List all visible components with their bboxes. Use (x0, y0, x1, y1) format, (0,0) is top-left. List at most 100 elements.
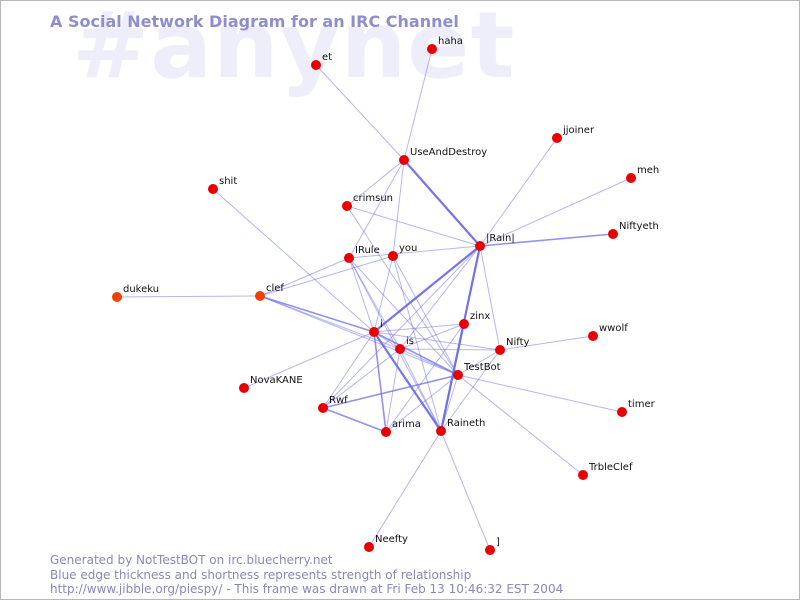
edge-jjoiner-Rain (479, 137, 558, 247)
edge-i-NovaKANE (243, 331, 375, 389)
node-dot-wwolf (588, 331, 598, 341)
node-dot-zinx (459, 319, 469, 329)
node-dot-Neefty (364, 542, 374, 552)
node-label-arima: arima (392, 419, 421, 430)
node-label-meh: meh (637, 165, 659, 176)
edge-Nifty-TestBot (457, 349, 501, 376)
node-dot-NovaKANE (239, 383, 249, 393)
node-dot-meh (626, 173, 636, 183)
node-label-zinx: zinx (470, 311, 490, 322)
node-haha: haha (427, 36, 463, 54)
node-label-Raineth: Raineth (447, 418, 485, 429)
node-label-haha: haha (438, 36, 463, 47)
node-jjoiner: jjoiner (552, 125, 595, 143)
edge-UseAndDestroy-Rain (403, 159, 481, 247)
edge-i-Rwf (322, 331, 375, 409)
node-Neefty: Neefty (364, 534, 408, 552)
node-is: is (395, 336, 414, 354)
edge-is-Nifty (399, 348, 501, 351)
node-dot-jjoiner (552, 133, 562, 143)
node-TrbleClef: TrbleClef (578, 462, 633, 480)
edge-zinx-is (399, 323, 465, 350)
edge-Raineth-Neefty (368, 430, 442, 548)
edge-Nifty-Raineth (440, 349, 501, 432)
node-label-NovaKANE: NovaKANE (250, 375, 303, 386)
edge-you-i (373, 255, 394, 333)
node-label-Niftyeth: Niftyeth (619, 221, 659, 232)
edge-TestBot-arima (385, 374, 459, 433)
edge-Rain-zinx (463, 245, 481, 325)
node-dot-TrbleClef (578, 470, 588, 480)
edge-meh-Rain (479, 177, 632, 247)
node-label-you: you (399, 243, 417, 254)
node-dot-Rwf (318, 403, 328, 413)
node-dot-et (311, 60, 321, 70)
node-dot-Niftyeth (608, 229, 618, 239)
footer-generated-by: Generated by NotTestBOT on irc.bluecherr… (50, 553, 333, 567)
edge-IRule-i (348, 257, 375, 333)
edge-i-is (373, 331, 401, 350)
node-dot-TestBot (453, 370, 463, 380)
edge-i-Nifty (373, 331, 501, 351)
edge-Rain-Nifty (479, 245, 501, 351)
node-you: you (388, 243, 417, 261)
node-label-Neefty: Neefty (375, 534, 408, 545)
node-label-is: is (406, 336, 414, 347)
node-label-crimsun: crimsun (353, 193, 393, 204)
edge-IRule-Raineth (348, 257, 442, 432)
channel-watermark: #anynet (72, 0, 516, 99)
edge-crimsun-Rain (346, 205, 481, 247)
edge-zinx-arima (385, 323, 465, 433)
node-dot-crimsun (342, 201, 352, 211)
edges-layer (116, 48, 632, 551)
edge-shit-i (212, 188, 375, 333)
edge-zinx-Raineth (440, 323, 465, 432)
edge-Rwf-arima (322, 407, 387, 433)
node-Nifty: Nifty (495, 337, 530, 355)
edge-UseAndDestroy-you (392, 159, 405, 257)
node-meh: meh (626, 165, 659, 183)
edge-Rain-Rwf (322, 245, 481, 409)
node-dot-you (388, 251, 398, 261)
node-Rain: |Rain| (475, 233, 515, 251)
node-shit: shit (208, 176, 237, 194)
node-timer: timer (617, 399, 656, 417)
node-dot-dukeku (112, 292, 122, 302)
node-dot-clef (255, 291, 265, 301)
edge-clef-i (259, 295, 375, 333)
node-arima: arima (381, 419, 421, 437)
node-dot-i (369, 327, 379, 337)
edge-zinx-i (373, 323, 465, 333)
edge-Rain-IRule (348, 245, 481, 259)
node-bracket: ] (485, 537, 500, 555)
node-crimsun: crimsun (342, 193, 393, 211)
node-label-TrbleClef: TrbleClef (588, 462, 633, 473)
edge-you-TestBot (392, 255, 459, 376)
edge-UseAndDestroy-IRule (348, 159, 405, 259)
edge-TestBot-Raineth (440, 374, 459, 432)
edge-Rain-i (373, 245, 481, 333)
node-dot-Rain (475, 241, 485, 251)
node-dot-bracket (485, 545, 495, 555)
node-dot-shit (208, 184, 218, 194)
edge-is-TestBot (399, 348, 459, 376)
edge-you-Raineth (392, 255, 442, 432)
node-label-Rwf: Rwf (329, 395, 348, 406)
edge-is-Rwf (322, 348, 401, 409)
edge-dukeku-clef (116, 295, 261, 298)
edge-clef-is (259, 295, 401, 350)
node-dot-Raineth (436, 426, 446, 436)
node-dot-timer (617, 407, 627, 417)
edge-i-Raineth (373, 331, 442, 432)
footer: Generated by NotTestBOT on irc.bluecherr… (50, 553, 563, 597)
node-label-Rain: |Rain| (486, 233, 515, 244)
edge-TestBot-Rwf (322, 374, 459, 409)
node-label-Nifty: Nifty (506, 337, 530, 348)
edge-IRule-TestBot (348, 257, 459, 376)
page-title: A Social Network Diagram for an IRC Chan… (50, 12, 459, 31)
edge-UseAndDestroy-crimsun (346, 159, 405, 207)
edge-TestBot-timer (457, 374, 623, 413)
node-dot-arima (381, 427, 391, 437)
node-label-bracket: ] (496, 537, 500, 548)
